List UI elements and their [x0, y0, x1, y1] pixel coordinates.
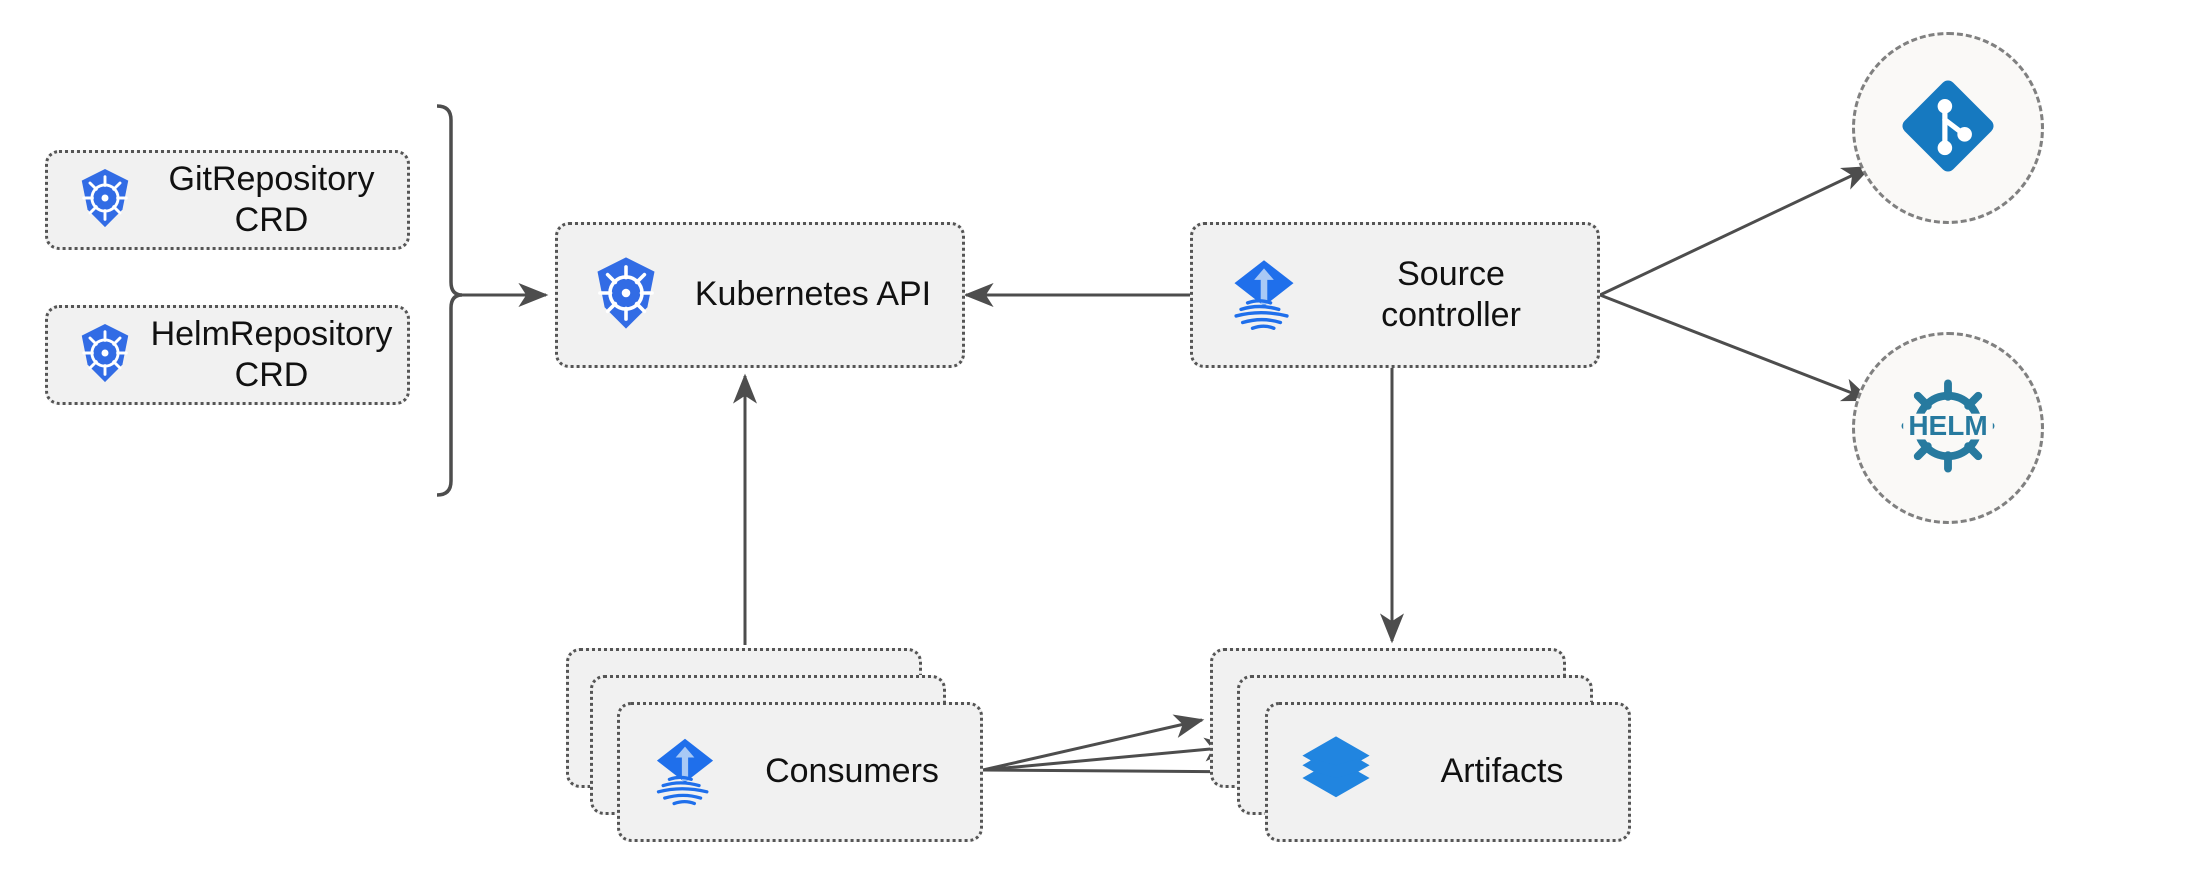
- edge-consumers-to-artifacts-back: [982, 714, 1205, 772]
- helmrepository-label-line1: HelmRepository: [150, 314, 393, 353]
- flux-icon: [1223, 252, 1305, 339]
- helm-wordmark: HELM: [1908, 409, 1987, 440]
- kubernetes-icon: [74, 167, 136, 234]
- gitrepository-label-line1: GitRepository: [168, 159, 375, 198]
- kubernetes-icon: [588, 255, 664, 336]
- node-gitrepository-crd[interactable]: GitRepository CRD: [45, 150, 410, 250]
- helm-icon: HELM: [1892, 370, 2004, 487]
- artifacts-stack-front[interactable]: Artifacts: [1265, 702, 1631, 842]
- node-helm-repo[interactable]: HELM: [1852, 332, 2044, 524]
- source-controller-label-line2: controller: [1381, 296, 1521, 334]
- consumers-label: Consumers: [765, 752, 939, 791]
- edge-consumers-to-artifacts-mid: [982, 737, 1235, 772]
- node-helmrepository-crd[interactable]: HelmRepository CRD: [45, 305, 410, 405]
- consumers-stack-front[interactable]: Consumers: [617, 702, 983, 842]
- kubernetes-api-label: Kubernetes API: [694, 275, 932, 314]
- git-icon: [1896, 74, 2000, 183]
- source-controller-label: Source controller: [1305, 254, 1597, 337]
- layers-icon: [1296, 730, 1376, 815]
- gitrepository-label-line2: CRD: [234, 201, 309, 239]
- node-label: HelmRepository CRD: [136, 314, 407, 397]
- artifacts-label: Artifacts: [1440, 752, 1564, 791]
- node-source-controller[interactable]: Source controller: [1190, 222, 1600, 368]
- kubernetes-icon: [74, 322, 136, 389]
- helmrepository-label-line2: CRD: [234, 356, 309, 394]
- node-artifacts[interactable]: Artifacts: [1210, 648, 1640, 848]
- edge-source-controller-to-git-repo: [1599, 165, 1873, 297]
- node-kubernetes-api[interactable]: Kubernetes API: [555, 222, 965, 368]
- node-consumers[interactable]: Consumers: [566, 648, 986, 848]
- node-label: GitRepository CRD: [136, 159, 407, 242]
- flux-icon: [646, 731, 724, 814]
- crd-group-bracket: [436, 104, 549, 497]
- edge-source-controller-to-helm-repo: [1599, 293, 1873, 402]
- source-controller-label-line1: Source: [1397, 254, 1505, 293]
- node-git-repo[interactable]: [1852, 32, 2044, 224]
